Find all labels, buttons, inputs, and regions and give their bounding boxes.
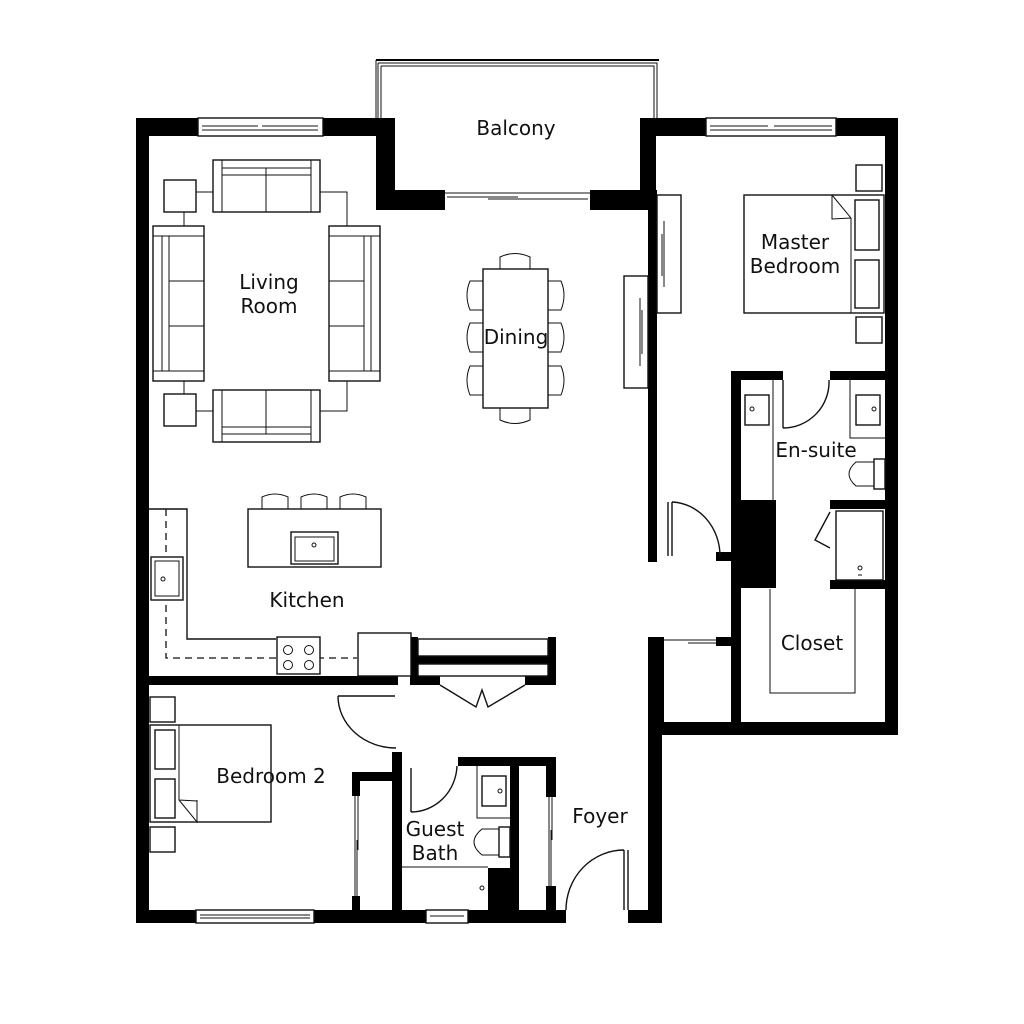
room-label-living-room: Living Room bbox=[239, 270, 299, 318]
room-label-guest-bath: Guest Bath bbox=[405, 817, 465, 865]
doors bbox=[337, 379, 831, 911]
en-suite-fixtures bbox=[744, 380, 886, 581]
room-label-en-suite: En-suite bbox=[775, 438, 857, 462]
living-room-furniture bbox=[152, 159, 381, 443]
interior-walls bbox=[136, 190, 890, 917]
room-label-dining: Dining bbox=[483, 325, 549, 349]
exterior-walls bbox=[136, 118, 898, 923]
room-label-foyer: Foyer bbox=[572, 804, 628, 828]
dining-furniture bbox=[466, 253, 565, 424]
room-label-balcony: Balcony bbox=[476, 116, 556, 140]
room-label-kitchen: Kitchen bbox=[269, 588, 345, 612]
balcony-railing bbox=[375, 59, 659, 120]
tv-units bbox=[623, 194, 682, 389]
room-label-bedroom-2: Bedroom 2 bbox=[216, 764, 326, 788]
master-bed bbox=[743, 164, 885, 344]
windows bbox=[195, 117, 837, 924]
bedroom-2-bed bbox=[149, 696, 272, 853]
kitchen-furniture bbox=[149, 493, 412, 677]
room-label-closet: Closet bbox=[780, 631, 844, 655]
closet-shelf bbox=[769, 589, 856, 694]
guest-bath-fixtures bbox=[402, 766, 511, 891]
room-label-master-bedroom: Master Bedroom bbox=[749, 230, 841, 278]
